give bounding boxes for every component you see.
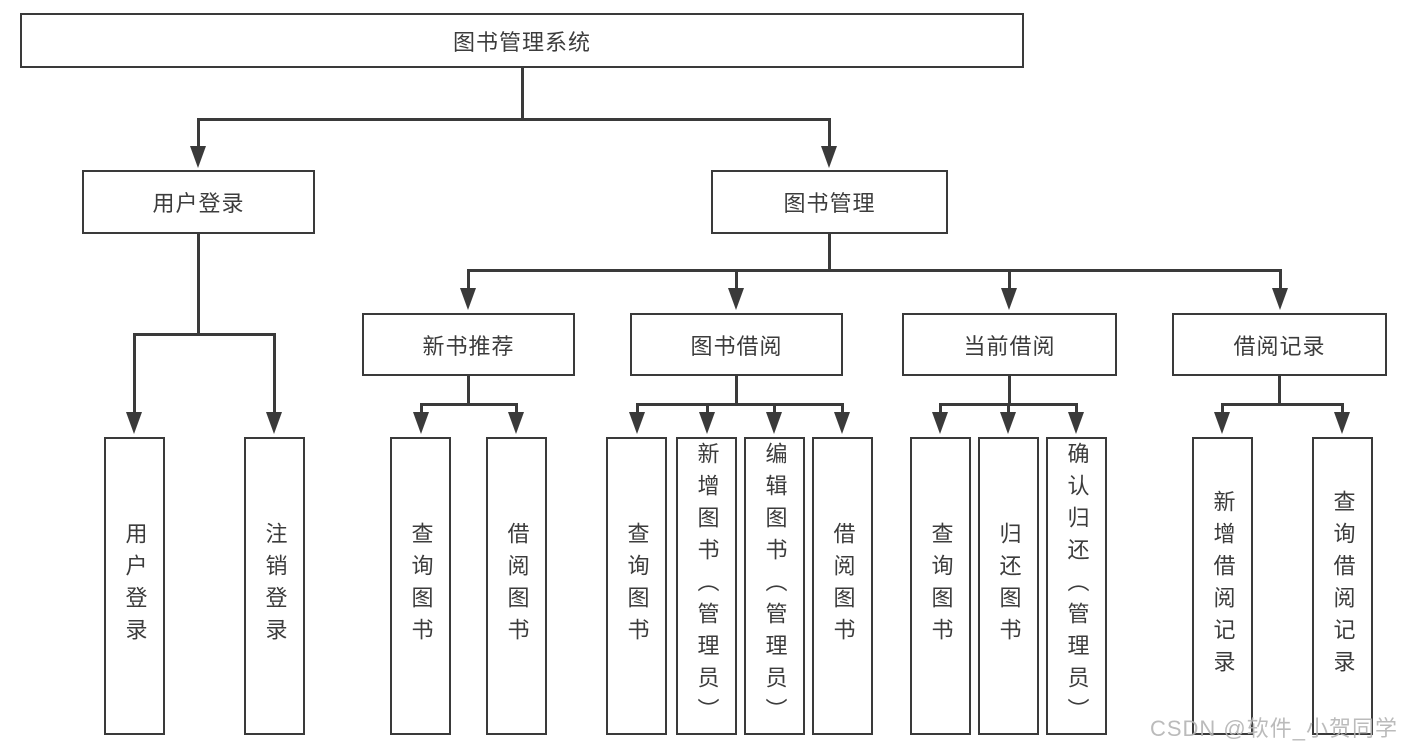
leaf-label: 查询图书 xyxy=(928,522,954,650)
connector-line xyxy=(133,333,275,336)
arrowhead-down-icon xyxy=(460,288,476,310)
leaf-query-book-current: 查询图书 xyxy=(910,437,971,735)
connector-line xyxy=(515,403,518,415)
connector-line xyxy=(197,118,200,150)
leaf-label: 查询图书 xyxy=(624,522,650,650)
leaf-return-book: 归还图书 xyxy=(978,437,1039,735)
connector-line xyxy=(467,269,470,291)
connector-line xyxy=(273,333,276,413)
connector-line xyxy=(1007,403,1010,415)
connector-line xyxy=(133,333,136,413)
arrowhead-down-icon xyxy=(1334,412,1350,434)
arrowhead-down-icon xyxy=(728,288,744,310)
leaf-edit-book-admin: 编辑图书（管理员） xyxy=(744,437,805,735)
node-library-management-system: 图书管理系统 xyxy=(20,13,1024,68)
arrowhead-down-icon xyxy=(1001,288,1017,310)
connector-line xyxy=(939,403,942,415)
connector-line xyxy=(197,118,831,121)
node-label: 图书借阅 xyxy=(690,333,783,359)
connector-line xyxy=(1341,403,1344,415)
arrowhead-down-icon xyxy=(126,412,142,434)
arrowhead-down-icon xyxy=(508,412,524,434)
node-borrowing-records: 借阅记录 xyxy=(1172,313,1387,376)
arrowhead-down-icon xyxy=(1000,412,1016,434)
node-label: 新书推荐 xyxy=(422,333,515,359)
node-book-management: 图书管理 xyxy=(711,170,948,234)
node-current-borrowing: 当前借阅 xyxy=(902,313,1117,376)
node-label: 当前借阅 xyxy=(963,333,1056,359)
watermark: CSDN @软件_小贺同学 xyxy=(1149,716,1398,741)
arrowhead-down-icon xyxy=(834,412,850,434)
connector-line xyxy=(841,403,844,415)
node-label: 图书管理 xyxy=(783,191,876,216)
leaf-label: 确认归还（管理员） xyxy=(1064,442,1090,730)
leaf-query-borrow-record: 查询借阅记录 xyxy=(1312,437,1373,735)
connector-line xyxy=(1008,376,1011,405)
connector-line xyxy=(636,403,639,415)
connector-line xyxy=(828,118,831,150)
arrowhead-down-icon xyxy=(1214,412,1230,434)
connector-line xyxy=(735,376,738,405)
connector-line xyxy=(773,403,776,415)
connector-line xyxy=(467,269,1281,272)
arrowhead-down-icon xyxy=(266,412,282,434)
connector-line xyxy=(521,68,524,119)
node-book-borrowing: 图书借阅 xyxy=(630,313,843,376)
connector-line xyxy=(1008,269,1011,291)
arrowhead-down-icon xyxy=(932,412,948,434)
leaf-label: 编辑图书（管理员） xyxy=(762,442,788,730)
arrowhead-down-icon xyxy=(1068,412,1084,434)
leaf-label: 借阅图书 xyxy=(830,522,856,650)
leaf-logout: 注销登录 xyxy=(244,437,305,735)
leaf-add-book-admin: 新增图书（管理员） xyxy=(676,437,737,735)
connector-line xyxy=(1278,376,1281,405)
connector-line xyxy=(420,403,423,415)
node-label: 借阅记录 xyxy=(1233,333,1326,359)
arrowhead-down-icon xyxy=(821,146,837,168)
arrowhead-down-icon xyxy=(190,146,206,168)
leaf-add-borrow-record: 新增借阅记录 xyxy=(1192,437,1253,735)
leaf-label: 新增图书（管理员） xyxy=(694,442,720,730)
connector-line xyxy=(1279,269,1282,291)
connector-line xyxy=(420,403,517,406)
connector-line xyxy=(735,269,738,291)
leaf-confirm-return-admin: 确认归还（管理员） xyxy=(1046,437,1107,735)
arrowhead-down-icon xyxy=(413,412,429,434)
leaf-query-book-borrowing: 查询图书 xyxy=(606,437,667,735)
leaf-label: 查询借阅记录 xyxy=(1330,490,1356,682)
connector-line xyxy=(1221,403,1224,415)
leaf-borrow-book: 借阅图书 xyxy=(812,437,873,735)
connector-line xyxy=(197,234,200,335)
connector-line xyxy=(828,234,831,271)
arrowhead-down-icon xyxy=(1272,288,1288,310)
connector-line xyxy=(1221,403,1343,406)
arrowhead-down-icon xyxy=(699,412,715,434)
leaf-label: 注销登录 xyxy=(262,522,288,650)
node-label: 图书管理系统 xyxy=(452,29,591,55)
leaf-borrow-book-recommend: 借阅图书 xyxy=(486,437,547,735)
leaf-query-book-recommend: 查询图书 xyxy=(390,437,451,735)
connector-line xyxy=(706,403,709,415)
leaf-label: 借阅图书 xyxy=(504,522,530,650)
connector-line xyxy=(467,376,470,405)
leaf-label: 新增借阅记录 xyxy=(1210,490,1236,682)
connector-line xyxy=(636,403,843,406)
leaf-label: 归还图书 xyxy=(996,522,1022,650)
node-label: 用户登录 xyxy=(152,191,245,216)
leaf-label: 用户登录 xyxy=(122,522,148,650)
arrowhead-down-icon xyxy=(629,412,645,434)
node-new-book-recommend: 新书推荐 xyxy=(362,313,575,376)
connector-line xyxy=(1075,403,1078,415)
leaf-user-login: 用户登录 xyxy=(104,437,165,735)
node-user-login: 用户登录 xyxy=(82,170,315,234)
arrowhead-down-icon xyxy=(766,412,782,434)
leaf-label: 查询图书 xyxy=(408,522,434,650)
